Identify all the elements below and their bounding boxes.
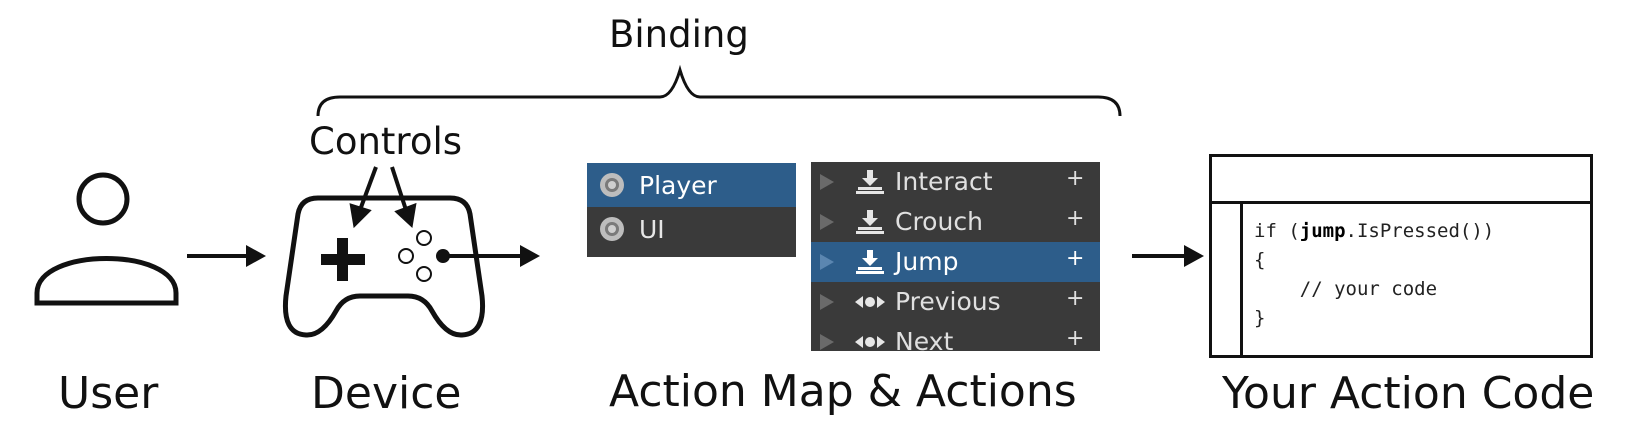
code-lines: if (jump.IsPressed()) { // your code}: [1254, 217, 1494, 333]
action-row-crouch[interactable]: Crouch +: [811, 202, 1100, 242]
add-binding-button[interactable]: +: [1066, 206, 1085, 231]
action-row-next[interactable]: Next +: [811, 322, 1100, 351]
expand-triangle-icon[interactable]: [819, 253, 835, 271]
action-name: Jump: [895, 247, 959, 276]
binding-brace: [316, 64, 1122, 117]
expand-triangle-icon[interactable]: [819, 293, 835, 311]
action-name: Next: [895, 327, 954, 351]
action-row-interact[interactable]: Interact +: [811, 162, 1100, 202]
code-editor: if (jump.IsPressed()) { // your code}: [1209, 154, 1593, 358]
controls-label: Controls: [309, 120, 463, 163]
action-maps-panel: Player UI: [587, 163, 796, 257]
gamepad-icon: [282, 195, 486, 338]
actions-panel: Interact + Crouch + Jump + Previous + Ne…: [811, 162, 1100, 351]
code-editor-header: [1212, 157, 1590, 204]
expand-triangle-icon[interactable]: [819, 333, 835, 351]
binding-label: Binding: [609, 13, 749, 56]
add-binding-button[interactable]: +: [1066, 166, 1085, 191]
action-map-item-player[interactable]: Player: [587, 163, 796, 207]
code-line: if (jump.IsPressed()): [1254, 220, 1495, 242]
code-keyword-jump: jump: [1299, 220, 1346, 242]
arrow-actions-to-code: [1132, 245, 1204, 267]
action-name: Previous: [895, 287, 1001, 316]
action-name: Interact: [895, 167, 993, 196]
add-binding-button[interactable]: +: [1066, 286, 1085, 311]
expand-triangle-icon[interactable]: [819, 173, 835, 191]
button-icon: [856, 210, 884, 234]
axis-icon: [855, 296, 885, 308]
controls-arrows: [349, 166, 417, 229]
user-icon: [34, 172, 179, 306]
code-line: // your code: [1254, 278, 1438, 300]
arrow-device-to-actions: [447, 245, 540, 267]
device-label: Device: [311, 368, 462, 419]
action-row-jump[interactable]: Jump +: [811, 242, 1100, 282]
add-binding-button[interactable]: +: [1066, 326, 1085, 351]
action-map-actions-label: Action Map & Actions: [609, 366, 1077, 417]
axis-icon: [855, 336, 885, 348]
code-line: {: [1254, 249, 1266, 271]
code-line: }: [1254, 307, 1266, 329]
action-row-previous[interactable]: Previous +: [811, 282, 1100, 322]
arrow-user-to-device: [187, 245, 266, 267]
user-label: User: [58, 368, 159, 419]
expand-triangle-icon[interactable]: [819, 213, 835, 231]
action-map-name: UI: [639, 214, 665, 244]
action-map-item-ui[interactable]: UI: [587, 207, 796, 251]
action-map-icon: [600, 217, 624, 241]
code-gutter: [1240, 204, 1243, 358]
button-icon: [856, 170, 884, 194]
action-map-icon: [600, 173, 624, 197]
button-icon: [856, 250, 884, 274]
add-binding-button[interactable]: +: [1066, 246, 1085, 271]
action-map-name: Player: [639, 170, 717, 200]
action-name: Crouch: [895, 207, 983, 236]
your-action-code-label: Your Action Code: [1222, 368, 1595, 419]
